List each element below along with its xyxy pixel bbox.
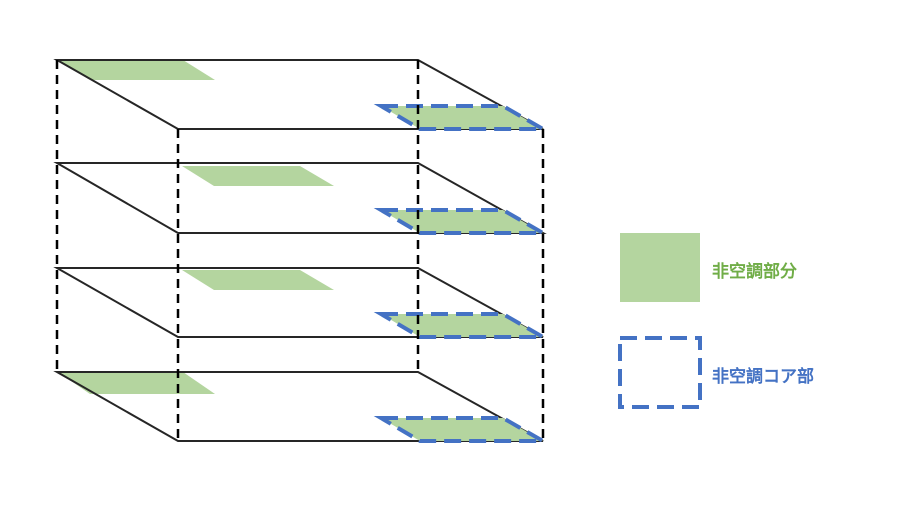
floor-1-core-area xyxy=(373,104,551,131)
floor-2-core-area xyxy=(373,208,551,235)
legend-non-ac-swatch xyxy=(620,233,700,302)
floor-4 xyxy=(53,371,551,443)
floor-1-non-ac-area xyxy=(58,60,215,80)
floor-2 xyxy=(53,162,551,235)
vertical-edges xyxy=(55,60,545,441)
legend-core-swatch xyxy=(618,336,702,409)
legend-core-label: 非空調コア部 xyxy=(712,367,814,387)
floor-1 xyxy=(53,59,551,131)
floor-4-core-area xyxy=(373,416,551,443)
floor-2-non-ac-area xyxy=(182,166,334,186)
legend-non-ac-label: 非空調部分 xyxy=(712,262,797,282)
floor-3-non-ac-area xyxy=(182,270,334,290)
floor-3-core-area xyxy=(373,312,551,339)
floor-4-non-ac-area xyxy=(58,372,215,394)
floor-3 xyxy=(53,267,551,339)
